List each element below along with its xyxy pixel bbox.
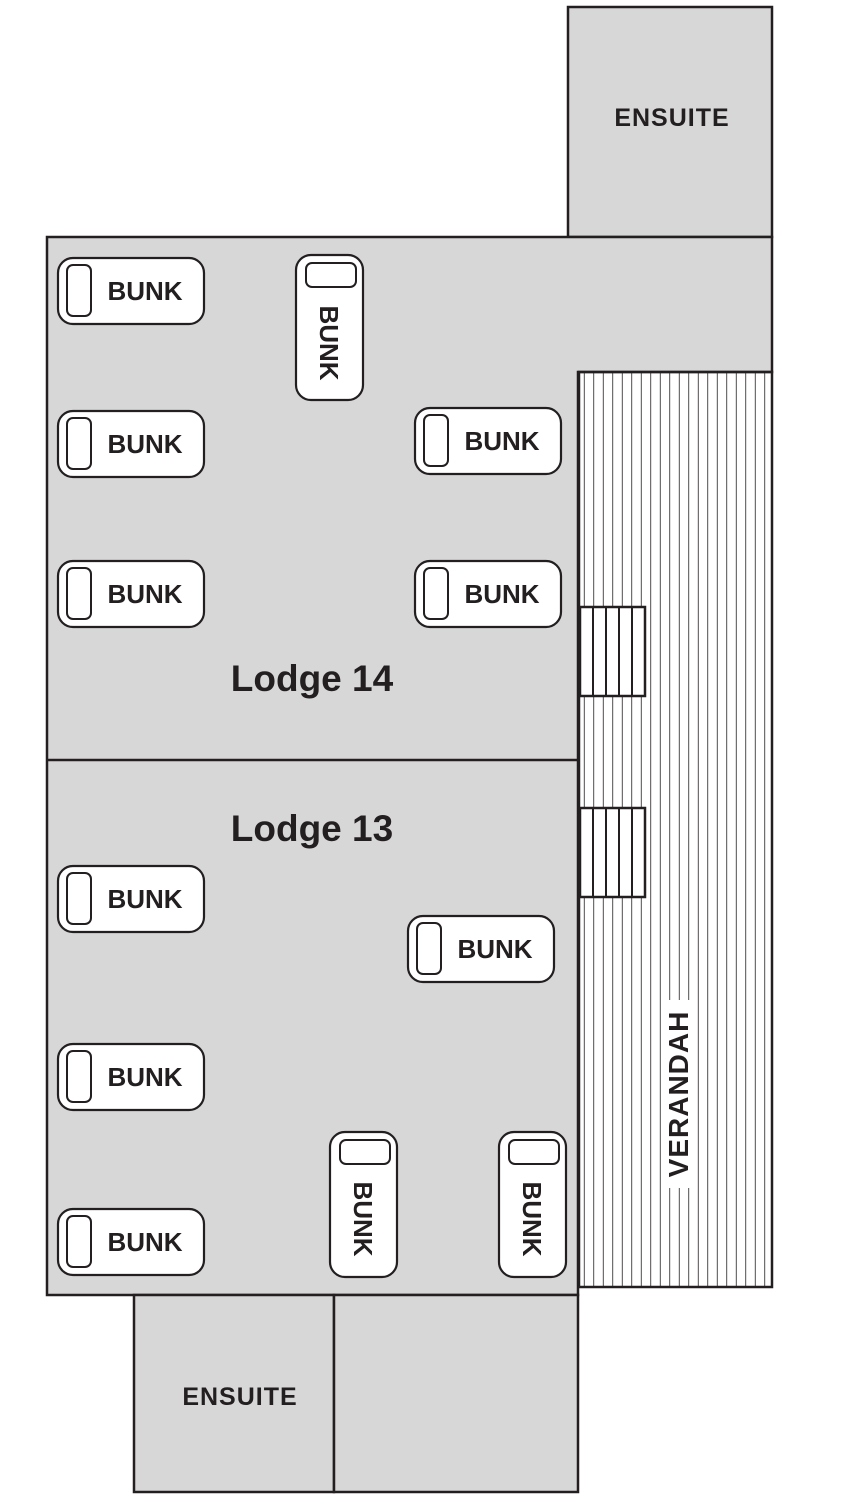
svg-text:BUNK: BUNK: [107, 1062, 182, 1092]
lodge-13-bunk-5: BUNK: [497, 1130, 568, 1279]
ensuite-bottom-label: ENSUITE: [182, 1383, 297, 1411]
steps-lodge-14: [578, 605, 647, 698]
svg-text:BUNK: BUNK: [107, 429, 182, 459]
lodge-14-bunk-5: BUNK: [56, 559, 206, 629]
lodge-14-bunk-6: BUNK: [413, 559, 563, 629]
ensuite-top-room: [566, 5, 774, 239]
lodge-13-bunk-3: BUNK: [56, 1042, 206, 1112]
svg-text:BUNK: BUNK: [107, 579, 182, 609]
svg-text:BUNK: BUNK: [107, 1227, 182, 1257]
lodge-14-bunk-1: BUNK: [56, 256, 206, 326]
svg-text:BUNK: BUNK: [457, 934, 532, 964]
lodge-14-bunk-4: BUNK: [413, 406, 563, 476]
lodge-13-bunk-1: BUNK: [56, 864, 206, 934]
svg-text:BUNK: BUNK: [464, 579, 539, 609]
svg-text:BUNK: BUNK: [517, 1181, 547, 1256]
svg-text:BUNK: BUNK: [107, 276, 182, 306]
verandah-label-bg: [662, 1000, 692, 1188]
steps-lodge-13: [578, 806, 647, 899]
lodge-13-bunk-2: BUNK: [406, 914, 556, 984]
svg-text:BUNK: BUNK: [348, 1181, 378, 1256]
hallway-bottom: [332, 1293, 580, 1494]
svg-text:BUNK: BUNK: [314, 305, 344, 380]
lodge-14-bunk-3: BUNK: [56, 409, 206, 479]
lodge-13-bunk-4: BUNK: [328, 1130, 399, 1279]
ensuite-bottom-room: [132, 1293, 336, 1494]
svg-text:BUNK: BUNK: [107, 884, 182, 914]
lodge-14-bunk-2: BUNK: [294, 253, 365, 402]
lodge-13-label: Lodge 13: [231, 808, 393, 849]
lodge-14-label: Lodge 14: [231, 658, 394, 699]
svg-text:BUNK: BUNK: [464, 426, 539, 456]
verandah-label: VERANDAH: [663, 1011, 694, 1178]
ensuite-top-label: ENSUITE: [614, 104, 729, 132]
lodge-13-bunk-6: BUNK: [56, 1207, 206, 1277]
